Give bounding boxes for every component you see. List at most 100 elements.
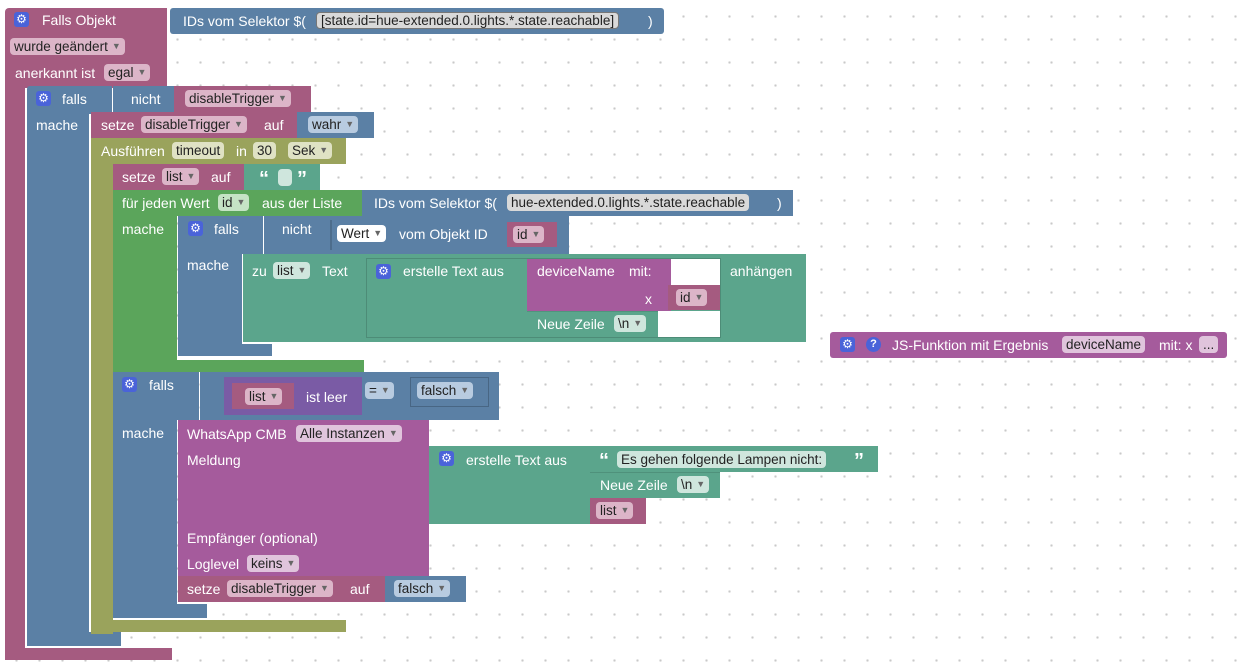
chevron-down-icon: ▼ xyxy=(620,505,630,515)
append-empty-slot-2 xyxy=(658,311,720,337)
append-newline-value: \n xyxy=(618,316,630,331)
trigger-changed-dropdown[interactable]: wurde geändert▼ xyxy=(10,38,125,55)
set3-var-dropdown[interactable]: disableTrigger▼ xyxy=(227,580,333,597)
chevron-down-icon: ▼ xyxy=(269,391,279,401)
set2-var-value: list xyxy=(166,169,183,184)
timeout-delay-input[interactable]: 30 xyxy=(253,142,277,159)
append-zu-label: zu xyxy=(252,263,267,279)
whatsapp-instances-value: Alle Instanzen xyxy=(300,426,385,441)
if2-falls-label: falls xyxy=(214,221,239,237)
trigger-selector-close: ) xyxy=(648,13,653,29)
if3-falls-label: falls xyxy=(149,377,174,393)
if1-mache-label: mache xyxy=(36,117,79,133)
if2-gear-icon[interactable]: ⚙ xyxy=(188,221,203,236)
if2-of-object-label: vom Objekt ID xyxy=(399,226,488,242)
chevron-down-icon: ▼ xyxy=(137,67,147,77)
trigger-title: Falls Objekt xyxy=(42,12,116,28)
whatsapp-newline-dropdown[interactable]: \n▼ xyxy=(677,476,710,493)
whatsapp-list-dropdown[interactable]: list▼ xyxy=(596,502,634,519)
trigger-changed-value: wurde geändert xyxy=(14,39,108,54)
jsfunc-name: deviceName xyxy=(1066,337,1142,352)
jsfunc-help-icon[interactable]: ? xyxy=(866,337,881,352)
if1-bottom xyxy=(27,632,121,646)
chevron-down-icon: ▼ xyxy=(437,583,447,593)
set1-setze-label: setze xyxy=(101,117,135,133)
timeout-unit-dropdown[interactable]: Sek▼ xyxy=(288,142,333,159)
set2-var-dropdown[interactable]: list▼ xyxy=(162,168,200,185)
trigger-ack-value: egal xyxy=(108,65,134,80)
append-x-var-dropdown[interactable]: id▼ xyxy=(676,289,708,306)
chevron-down-icon: ▼ xyxy=(236,197,246,207)
trigger-ack-dropdown[interactable]: egal▼ xyxy=(104,64,151,81)
foreach-bottom xyxy=(113,360,364,372)
set2-auf-label: auf xyxy=(211,169,231,185)
append-x-var-value: id xyxy=(680,290,691,305)
jsfunc-more: ... xyxy=(1203,337,1215,352)
foreach-var-dropdown[interactable]: id▼ xyxy=(218,194,250,211)
if2-id-dropdown[interactable]: id▼ xyxy=(513,226,545,243)
if3-mache-label: mache xyxy=(122,425,165,441)
timeout-name-input[interactable]: timeout xyxy=(172,142,225,159)
foreach-body-left xyxy=(113,216,177,366)
if3-value-dropdown[interactable]: falsch▼ xyxy=(417,382,474,399)
timeout-bottom xyxy=(91,620,346,632)
whatsapp-block[interactable] xyxy=(178,420,429,578)
append-func-x: x xyxy=(645,291,652,307)
set3-setze-label: setze xyxy=(187,581,221,597)
if2-not-label: nicht xyxy=(282,221,312,237)
set1-var-dropdown[interactable]: disableTrigger▼ xyxy=(141,116,247,133)
if2-mache-label: mache xyxy=(187,257,230,273)
foreach-selector-value: hue-extended.0.lights.*.state.reachable xyxy=(511,195,746,210)
if2-prop-dropdown[interactable]: Wert▼ xyxy=(337,225,387,242)
whatsapp-loglevel-dropdown[interactable]: keins▼ xyxy=(247,555,300,572)
whatsapp-instances-dropdown[interactable]: Alle Instanzen▼ xyxy=(296,425,402,442)
if3-isempty-label: ist leer xyxy=(306,389,348,405)
set3-value: falsch xyxy=(398,581,434,596)
set1-value: wahr xyxy=(312,117,342,132)
set3-value-dropdown[interactable]: falsch▼ xyxy=(394,580,451,597)
foreach-selector-input[interactable]: hue-extended.0.lights.*.state.reachable xyxy=(507,194,750,211)
append-var-dropdown[interactable]: list▼ xyxy=(273,262,311,279)
if1-var-value: disableTrigger xyxy=(189,91,275,106)
if1-body-left xyxy=(27,114,89,634)
set2-text-input[interactable] xyxy=(278,169,292,186)
append-create-gear-icon[interactable]: ⚙ xyxy=(376,264,391,279)
if3-gear-icon[interactable]: ⚙ xyxy=(122,377,137,392)
chevron-down-icon: ▼ xyxy=(388,428,398,438)
jsfunc-gear-icon[interactable]: ⚙ xyxy=(840,337,855,352)
foreach-selector-close: ) xyxy=(777,195,782,211)
append-newline-dropdown[interactable]: \n▼ xyxy=(614,315,647,332)
chevron-down-icon: ▼ xyxy=(633,318,643,328)
chevron-down-icon: ▼ xyxy=(286,558,296,568)
if3-op-dropdown[interactable]: =▼ xyxy=(365,382,394,399)
if1-gear-icon[interactable]: ⚙ xyxy=(36,91,51,106)
foreach-var-value: id xyxy=(222,195,233,210)
if1-var-dropdown[interactable]: disableTrigger▼ xyxy=(185,90,291,107)
set1-value-dropdown[interactable]: wahr▼ xyxy=(308,116,359,133)
append-func-name: deviceName xyxy=(537,263,615,279)
whatsapp-text-input[interactable]: Es gehen folgende Lampen nicht: xyxy=(617,451,827,468)
if1-not-label: nicht xyxy=(131,91,161,107)
jsfunc-block[interactable] xyxy=(830,332,1227,358)
if2-prop-value: Wert xyxy=(341,226,370,241)
chevron-down-icon: ▼ xyxy=(111,41,121,51)
whatsapp-loglevel-label: Loglevel xyxy=(187,556,240,572)
if2-bottom xyxy=(178,344,272,356)
trigger-bottom xyxy=(5,648,172,660)
whatsapp-create-block[interactable] xyxy=(429,446,590,524)
append-func-block[interactable] xyxy=(527,259,671,311)
jsfunc-more-button[interactable]: ... xyxy=(1199,336,1219,353)
jsfunc-name-input[interactable]: deviceName xyxy=(1062,336,1146,353)
if3-list-dropdown[interactable]: list▼ xyxy=(245,388,283,405)
foreach-label: für jeden Wert xyxy=(122,195,210,211)
append-text-label: Text xyxy=(322,263,348,279)
trigger-selector-label: IDs vom Selektor $( xyxy=(183,13,306,29)
trigger-gear-icon[interactable]: ⚙ xyxy=(14,12,29,27)
jsfunc-params: mit: x xyxy=(1159,337,1193,353)
chevron-down-icon: ▼ xyxy=(345,119,355,129)
if3-op-value: = xyxy=(369,383,377,398)
whatsapp-create-gear-icon[interactable]: ⚙ xyxy=(439,451,454,466)
whatsapp-label: WhatsApp CMB xyxy=(187,426,287,442)
timeout-in-label: in xyxy=(236,143,247,159)
trigger-selector-input[interactable]: [state.id=hue-extended.0.lights.*.state.… xyxy=(316,12,620,29)
